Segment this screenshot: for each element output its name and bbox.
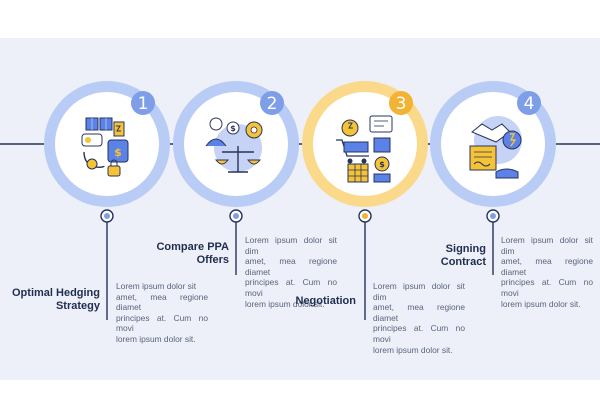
step-1-body: Lorem ipsum dolor sit amet, mea regione … — [116, 281, 208, 345]
step-1-body-line-1: Lorem ipsum dolor sit — [116, 281, 197, 291]
step-circle-1: 1 $ — [44, 81, 170, 207]
step-4-body-line-2: amet, mea regione diamet — [501, 256, 593, 277]
step-3-body-line-4: lorem ipsum dolor sit. — [373, 344, 453, 355]
step-4-body-line-3: principes at. Cum no movi — [501, 277, 593, 298]
step-3-body-line-2: amet, mea regione diamet — [373, 302, 465, 323]
step-1-title: Optimal Hedging Strategy — [8, 287, 100, 313]
step-2-body-line-4: lorem ipsum dolor sit. — [245, 298, 325, 309]
svg-text:$: $ — [114, 146, 122, 159]
step-2-body: Lorem ipsum dolor sit dim amet, mea regi… — [245, 235, 337, 309]
step-badge-1 — [131, 91, 155, 115]
step-2-body-line-2: amet, mea regione diamet — [245, 256, 337, 277]
step-3-title: Negotiation — [262, 295, 357, 308]
step-circle-4: 4 — [430, 81, 556, 207]
step-number-3: 3 — [396, 94, 407, 114]
step-number-2: 2 — [267, 94, 278, 114]
step-3-body: Lorem ipsum dolor sit dim amet, mea regi… — [373, 281, 465, 355]
step-1-title-line-2: Strategy — [55, 300, 100, 312]
step-3-body-line-3: principes at. Cum no movi — [373, 323, 465, 344]
step-4-title-line-2: Contract — [440, 256, 486, 268]
connector-dot-4 — [486, 209, 500, 223]
hedging-strategy-icon: $ — [81, 117, 129, 177]
step-badge-3 — [389, 91, 413, 115]
step-circle-2: 2 $ — [173, 81, 299, 207]
step-4-body-line-4: lorem ipsum dolor sit. — [501, 298, 581, 309]
step-2-body-line-3: principes at. Cum no movi — [245, 277, 337, 298]
step-1-body-line-4: lorem ipsum dolor sit. — [116, 333, 196, 344]
negotiation-icon: $ — [336, 115, 393, 183]
step-1-body-line-2: amet, mea regione diamet — [116, 291, 208, 313]
step-circle-3: 3 $ — [302, 81, 428, 207]
connector-dot-1 — [100, 209, 114, 223]
compare-offers-icon: $ — [205, 117, 263, 173]
svg-text:$: $ — [230, 124, 236, 133]
step-number-4: 4 — [524, 94, 535, 114]
step-1-body-line-3: principes at. Cum no movi — [116, 312, 208, 334]
step-4-title-line-1: Signing — [445, 243, 486, 255]
step-1-title-line-1: Optimal Hedging — [12, 287, 100, 299]
step-badge-4 — [517, 91, 541, 115]
svg-text:$: $ — [379, 160, 385, 169]
step-2-title-line-1: Compare PPA — [156, 241, 229, 253]
step-2-body-line-1: Lorem ipsum dolor sit dim — [245, 235, 337, 256]
step-number-1: 1 — [138, 94, 149, 114]
connector-dot-2 — [229, 209, 243, 223]
step-4-title: Signing Contract — [392, 243, 486, 269]
step-4-body: Lorem ipsum dolor sit dim amet, mea regi… — [501, 235, 593, 309]
signing-contract-icon — [469, 116, 522, 179]
connector-dot-3 — [358, 209, 372, 223]
step-2-title-line-2: Offers — [196, 254, 229, 266]
step-2-title: Compare PPA Offers — [136, 241, 229, 267]
step-3-body-line-1: Lorem ipsum dolor sit dim — [373, 281, 465, 302]
step-badge-2 — [260, 91, 284, 115]
step-4-body-line-1: Lorem ipsum dolor sit dim — [501, 235, 593, 256]
step-3-title-line-1: Negotiation — [295, 295, 357, 307]
